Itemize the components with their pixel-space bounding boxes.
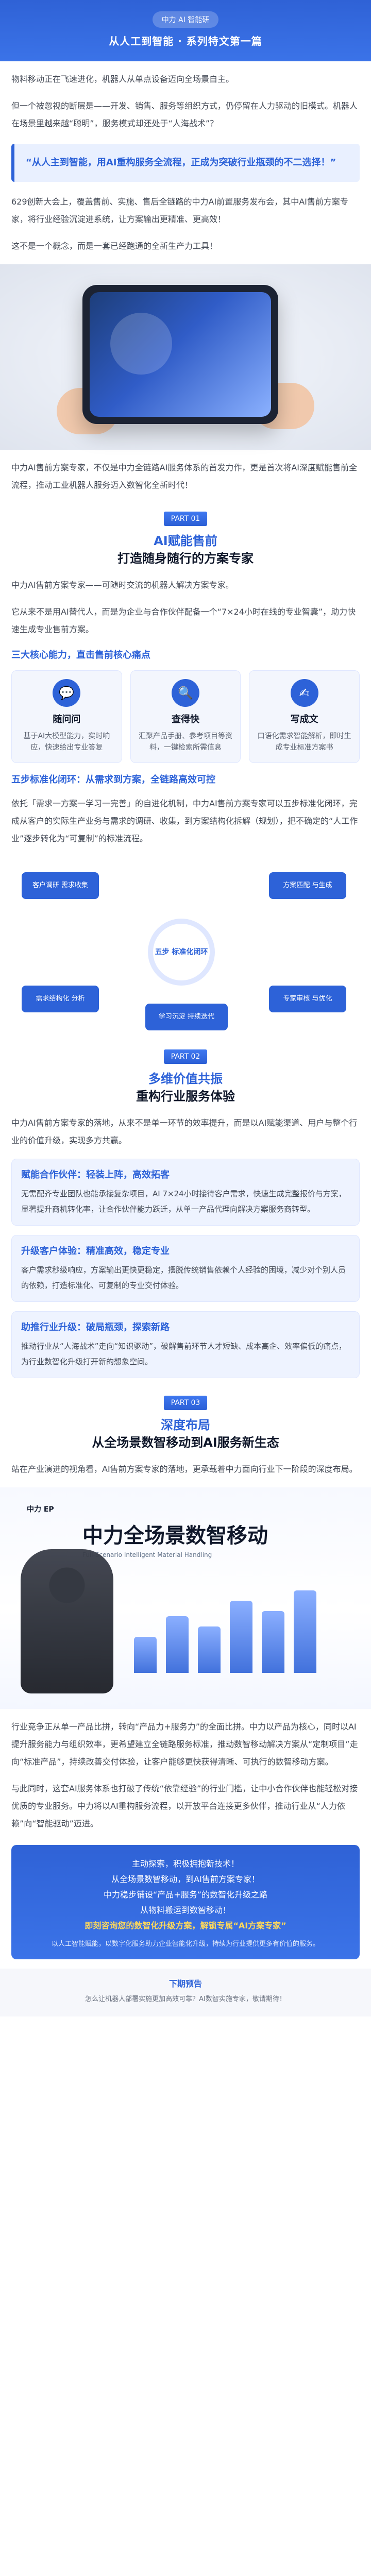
search-icon: 🔍 xyxy=(172,679,199,707)
footer-line: 怎么让机器人部署实施更加高效可靠？AI数智实施专家，敬请期待！ xyxy=(85,1995,286,2003)
tablet-image xyxy=(0,264,371,450)
capability-cards: 💬 随问问 基于AI大模型能力，实时响应，快速给出专业答复 🔍 查得快 汇聚产品… xyxy=(11,670,360,763)
cta-line-4: 从物料搬运到数智移动！ xyxy=(140,1905,231,1915)
value-panel-customers: 升级客户体验：精准高效，稳定专业 客户需求秒级响应，方案输出更快更稳定，摆脱传统… xyxy=(11,1235,360,1302)
banner-bar xyxy=(294,1590,316,1673)
capability-card-write: ✍ 写成文 口语化需求智能解析，即时生成专业标准方案书 xyxy=(249,670,360,763)
part-01-header: PART 01 AI赋能售前 打造随身随行的方案专家 xyxy=(11,512,360,567)
header: 中力 AI 智能研 从人工到智能 · 系列特文第一篇 xyxy=(0,0,371,61)
banner-bar xyxy=(134,1637,157,1673)
five-step-flow-diagram: 客户调研 需求收集 需求结构化 分析 方案匹配 与生成 专家审核 与优化 学习沉… xyxy=(11,857,360,1032)
flow-node-5: 学习沉淀 持续迭代 xyxy=(145,1004,228,1030)
intro-p3-text: 629创新大会上，覆盖售前、实施、售后全链路的中力AI前置服务发布会，其中AI售… xyxy=(11,197,348,224)
capability-card-title: 写成文 xyxy=(290,714,318,725)
five-step-subhead: 五步标准化闭环：从需求到方案，全链路高效可控 xyxy=(11,774,215,785)
flow-node-3: 方案匹配 与生成 xyxy=(269,872,346,899)
capability-card-search: 🔍 查得快 汇聚产品手册、参考项目等资料，一键检索所需信息 xyxy=(130,670,241,763)
quote-text: “从人主到智能，用AI重构服务全流程，正成为突破行业瓶颈的不二选择！” xyxy=(26,157,336,168)
capability-card-title: 查得快 xyxy=(172,714,199,725)
part-03-p3: 与此同时，这套AI服务体系也打破了传统“依靠经验”的行业门槛，让中小合作伙伴也能… xyxy=(11,1784,358,1828)
header-tag: 中力 AI 智能研 xyxy=(152,11,219,28)
tablet-device xyxy=(82,285,278,424)
part-03-title-black: 从全场景数智移动到AI服务新生态 xyxy=(92,1435,279,1450)
cta-line-3: 中力稳步铺设“产品+服务”的数智化升级之路 xyxy=(104,1890,267,1900)
banner-bar xyxy=(198,1626,221,1673)
cta-line-2: 从全场景数智移动，到AI售前方案专家！ xyxy=(111,1874,260,1884)
value-panel-industry: 助推行业升级：破局瓶颈，探索新路 推动行业从“人海战术”走向“知识驱动”，破解售… xyxy=(11,1311,360,1378)
full-scenario-banner: 中力 EP 中力全场景数智移动 Full-Scenario Intelligen… xyxy=(0,1487,371,1709)
robot-graphic xyxy=(21,1549,113,1693)
cta-line-1: 主动探索，积极拥抱新技术！ xyxy=(131,1859,239,1869)
quote-box: “从人主到智能，用AI重构服务全流程，正成为突破行业瓶颈的不二选择！” xyxy=(11,144,360,182)
value-panel-text: 无需配齐专业团队也能承接复杂项目，AI 7×24小时接待客户需求，快速生成完整报… xyxy=(21,1189,346,1214)
banner-bars-graphic xyxy=(134,1585,335,1673)
chat-icon: 💬 xyxy=(53,679,81,707)
value-panel-partners: 赋能合作伙伴：轻装上阵，高效拓客 无需配齐专业团队也能承接复杂项目，AI 7×2… xyxy=(11,1159,360,1226)
capability-card-ask: 💬 随问问 基于AI大模型能力，实时响应，快速给出专业答复 xyxy=(11,670,122,763)
value-panel-title: 助推行业升级：破局瓶颈，探索新路 xyxy=(21,1322,170,1333)
value-panel-text: 推动行业从“人海战术”走向“知识驱动”，破解售前环节人才短缺、成本高企、效率偏低… xyxy=(21,1342,347,1366)
value-panel-title: 赋能合作伙伴：轻装上阵，高效拓客 xyxy=(21,1170,170,1180)
intro-p5: 中力AI售前方案专家，不仅是中力全链路AI服务体系的首发力作，更是首次将AI深度… xyxy=(11,463,357,490)
capability-card-title: 随问问 xyxy=(53,714,81,725)
capability-card-desc: 基于AI大模型能力，实时响应，快速给出专业答复 xyxy=(23,732,110,752)
flow-center: 五步 标准化闭环 xyxy=(148,919,215,986)
part-02-header: PART 02 多维价值共振 重构行业服务体验 xyxy=(11,1049,360,1105)
brand-logo: 中力 EP xyxy=(27,1504,54,1514)
banner-bar xyxy=(262,1611,284,1673)
pen-icon: ✍ xyxy=(290,679,318,707)
part-03-p2: 行业竞争正从单一产品比拼，转向“产品力+服务力”的全面比拼。中力以产品为核心，同… xyxy=(11,1722,358,1767)
article-page: 中力 AI 智能研 从人工到智能 · 系列特文第一篇 物料移动正在飞速进化，机器… xyxy=(0,0,371,2016)
capability-card-desc: 汇聚产品手册、参考项目等资料，一键检索所需信息 xyxy=(139,732,232,752)
part-01-title-blue: AI赋能售前 xyxy=(154,534,217,548)
part-03-header: PART 03 深度布局 从全场景数智移动到AI服务新生态 xyxy=(11,1396,360,1451)
cta-highlight[interactable]: 即刻咨询您的数智化升级方案，解锁专属“AI方案专家” xyxy=(85,1921,286,1930)
banner-subtitle-en: Full-Scenario Intelligent Material Handl… xyxy=(82,1551,212,1558)
part-01-p3: 依托「需求一方案一学习一完善」的自进化机制，中力AI售前方案专家可以五步标准化闭… xyxy=(11,799,358,843)
footer-title: 下期预告 xyxy=(168,1979,202,1989)
part-01-p1: 中力AI售前方案专家——可随时交流的机器人解决方案专家。 xyxy=(11,580,234,590)
part-02-badge: PART 02 xyxy=(163,1049,208,1064)
content: 物料移动正在飞速进化，机器人从单点设备迈向全场景自主。 但一个被忽视的断层是——… xyxy=(0,71,371,1959)
part-01-badge: PART 01 xyxy=(163,512,208,526)
part-03-badge: PART 03 xyxy=(163,1396,208,1410)
part-02-title-blue: 多维价值共振 xyxy=(148,1072,223,1086)
intro-p1: 物料移动正在飞速进化，机器人从单点设备迈向全场景自主。 xyxy=(11,74,234,84)
brand-logo-text: 中力 EP xyxy=(27,1505,54,1514)
value-panel-title: 升级客户体验：精准高效，稳定专业 xyxy=(21,1246,170,1257)
part-02-p1: 中力AI售前方案专家的落地，从来不是单一环节的效率提升，而是以AI赋能渠道、用户… xyxy=(11,1118,358,1145)
cta-small-text: 以人工智能赋能，以数字化服务助力企业智能化升级，持续为行业提供更多有价值的服务。 xyxy=(51,1940,319,1948)
flow-node-2: 需求结构化 分析 xyxy=(22,986,99,1012)
value-panel-text: 客户需求秒级响应，方案输出更快更稳定，摆脱传统销售依赖个人经验的困境，减少对个别… xyxy=(21,1265,346,1290)
intro-p3: 629创新大会上，覆盖售前、实施、售后全链路的中力AI前置服务发布会，其中AI售… xyxy=(11,193,360,228)
part-03-p1: 站在产业演进的视角看，AI售前方案专家的落地，更承载着中力面向行业下一阶段的深度… xyxy=(11,1464,358,1474)
flow-node-1: 客户调研 需求收集 xyxy=(22,872,99,899)
cta-box: 主动探索，积极拥抱新技术！ 从全场景数智移动，到AI售前方案专家！ 中力稳步铺设… xyxy=(11,1845,360,1959)
flow-node-4: 专家审核 与优化 xyxy=(269,986,346,1012)
capability-card-desc: 口语化需求智能解析，即时生成专业标准方案书 xyxy=(257,732,351,752)
banner-title: 中力全场景数智移动 xyxy=(82,1524,268,1548)
core-capabilities-subhead: 三大核心能力，直击售前核心痛点 xyxy=(11,650,150,660)
part-02-title-black: 重构行业服务体验 xyxy=(136,1089,235,1104)
intro-p2: 但一个被忽视的断层是——开发、销售、服务等组织方式，仍停留在人力驱动的旧模式。机… xyxy=(11,101,358,128)
intro-p4: 这不是一个概念，而是一套已经跑通的全新生产力工具！ xyxy=(11,241,218,251)
part-01-title-black: 打造随身随行的方案专家 xyxy=(117,551,254,566)
footer: 下期预告 怎么让机器人部署实施更加高效可靠？AI数智实施专家，敬请期待！ xyxy=(0,1969,371,2016)
banner-bar xyxy=(230,1601,252,1673)
part-01-p2: 它从来不是用AI替代人，而是为企业与合作伙伴配备一个“7×24小时在线的专业智囊… xyxy=(11,607,356,634)
tablet-screen xyxy=(90,292,271,417)
banner-bar xyxy=(166,1616,189,1673)
part-03-title-blue: 深度布局 xyxy=(161,1418,210,1432)
series-title: 从人工到智能 · 系列特文第一篇 xyxy=(109,35,262,47)
